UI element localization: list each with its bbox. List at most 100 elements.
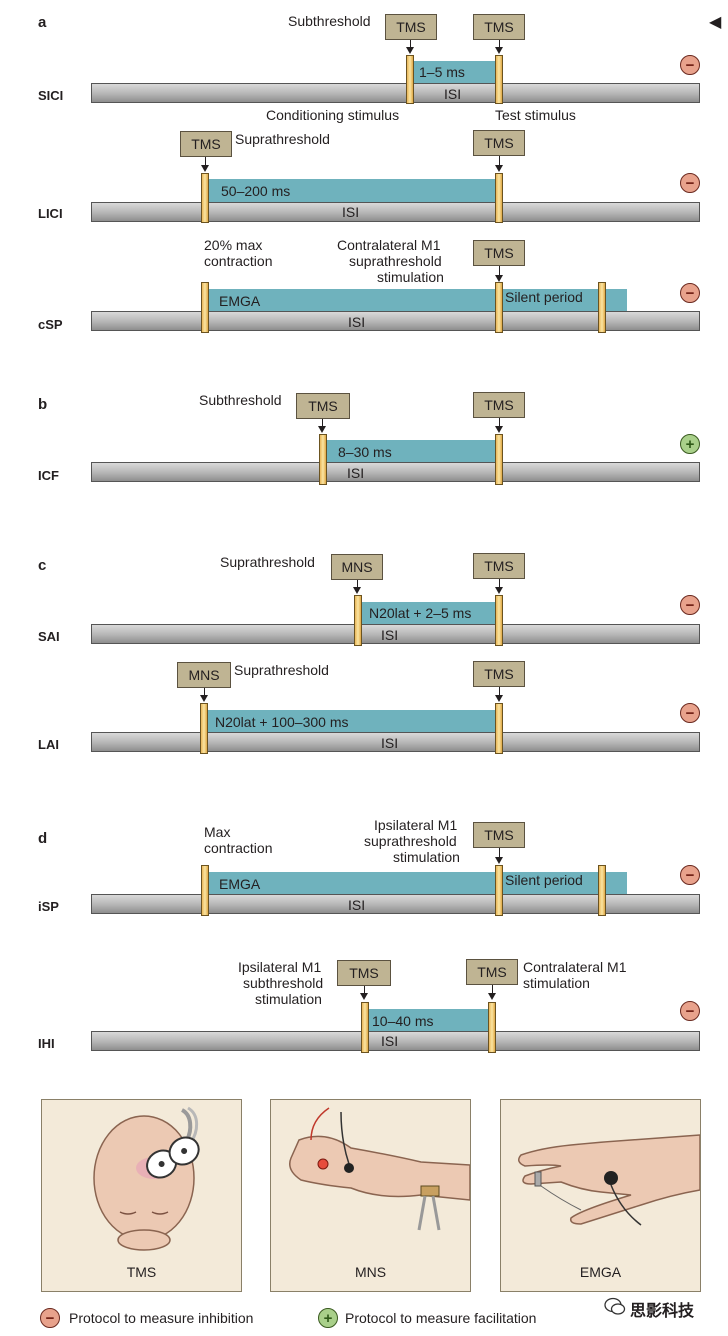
lici-isi-label: ISI [342, 204, 360, 220]
arrow-head-icon [495, 47, 503, 54]
isp-protocol-label: iSP [38, 899, 59, 914]
sici-test-marker [495, 55, 503, 104]
emga-panel-caption: EMGA [579, 1264, 622, 1280]
section-label-b: b [38, 396, 48, 413]
arrow-line [205, 157, 206, 166]
sici-tms-conditioning-box: TMS [385, 14, 437, 40]
ihi-test-line1: Contralateral M1 [523, 959, 627, 975]
ihi-test-marker [488, 1002, 496, 1053]
icf-tms-test-box: TMS [473, 392, 525, 418]
head-with-coil-illustration [93, 1106, 200, 1251]
sici-test-label: Test stimulus [495, 107, 576, 123]
icf-protocol-label: ICF [38, 468, 59, 483]
csp-emga-band [209, 289, 627, 311]
isp-stim-line2: suprathreshold [364, 833, 457, 849]
isp-stim-line3: stimulation [393, 849, 460, 865]
arrow-head-icon [318, 426, 326, 433]
wrist-nerve-stimulation-illustration [289, 1107, 471, 1231]
isp-tms-marker [495, 865, 503, 916]
lai-tms-marker [495, 703, 503, 754]
arrow-head-icon [495, 857, 503, 864]
section-label-c: c [38, 557, 47, 574]
ihi-conditioning-marker [361, 1002, 369, 1053]
sici-timeline-bar [91, 83, 700, 103]
ihi-tms-conditioning-box: TMS [337, 960, 391, 986]
icf-subthreshold-label: Subthreshold [199, 392, 282, 408]
inhibition-icon: − [680, 1001, 700, 1021]
arrow-head-icon [200, 695, 208, 702]
isp-emga-band [209, 872, 627, 894]
isp-contraction-marker [201, 865, 209, 916]
section-label-a: a [38, 14, 47, 31]
lai-mns-box: MNS [177, 662, 231, 688]
lai-suprathreshold-label: Suprathreshold [234, 662, 329, 678]
arrow-head-icon [488, 993, 496, 1000]
lici-test-marker [495, 173, 503, 223]
ihi-cond-line2: subthreshold [243, 975, 324, 991]
isp-emga-label: EMGA [219, 876, 261, 892]
legend-inhibition-icon: − [40, 1308, 60, 1328]
sai-tms-box: TMS [473, 553, 525, 579]
lai-interval-band [208, 710, 496, 732]
arrow-head-icon [495, 165, 503, 172]
hand-emg-electrode-illustration [518, 1134, 701, 1226]
sici-conditioning-label: Conditioning stimulus [266, 107, 400, 123]
legend-facilitation-label: Protocol to measure facilitation [345, 1310, 537, 1326]
arrow-head-icon [353, 587, 361, 594]
csp-contraction-line1: 20% max [204, 237, 263, 253]
facilitation-icon: + [680, 434, 700, 454]
icf-interval-label: 8–30 ms [338, 444, 392, 460]
arrow-head-icon [495, 587, 503, 594]
arrow-head-icon [495, 275, 503, 282]
arrow-line [357, 580, 358, 588]
ihi-cond-line1: Ipsilateral M1 [238, 959, 322, 975]
csp-stim-line2: suprathreshold [349, 253, 442, 269]
lici-protocol-label: LICI [38, 206, 63, 221]
mns-panel-caption: MNS [354, 1264, 387, 1280]
lici-timeline-bar [91, 202, 700, 222]
ihi-timeline-bar [91, 1031, 700, 1051]
sai-mns-box: MNS [331, 554, 383, 580]
sici-interval-label: 1–5 ms [419, 64, 465, 80]
icf-interval-band [327, 440, 496, 462]
inhibition-icon: − [680, 595, 700, 615]
csp-contraction-marker [201, 282, 209, 333]
emga-illustration-panel: EMGA [500, 1099, 701, 1292]
collapse-arrow-icon[interactable]: ◀ [709, 14, 722, 31]
arrow-line [364, 986, 365, 994]
sici-subthreshold-label: Subthreshold [288, 13, 371, 29]
lai-interval-label: N20lat + 100–300 ms [215, 714, 349, 730]
lai-tms-box: TMS [473, 661, 525, 687]
arrow-line [322, 419, 323, 427]
csp-protocol-label: cSP [38, 317, 63, 332]
tms-illustration-panel: TMS [41, 1099, 242, 1292]
tms-panel-caption: TMS [126, 1264, 157, 1280]
isp-contraction-line2: contraction [204, 840, 273, 856]
arrow-line [499, 848, 500, 858]
sici-protocol-label: SICI [38, 88, 64, 103]
arrow-head-icon [495, 695, 503, 702]
arrow-head-icon [495, 426, 503, 433]
mns-illustration-panel: MNS [270, 1099, 471, 1292]
arrow-line [499, 266, 500, 276]
arrow-head-icon [360, 993, 368, 1000]
csp-tms-box: TMS [473, 240, 525, 266]
lai-isi-label: ISI [381, 735, 399, 751]
lai-protocol-label: LAI [38, 737, 59, 752]
csp-contraction-line2: contraction [204, 253, 273, 269]
sai-interval-band [361, 602, 496, 624]
lai-timeline-bar [91, 732, 700, 752]
sai-tms-marker [495, 595, 503, 646]
lici-interval-band [209, 179, 496, 202]
arrow-line [410, 40, 411, 48]
csp-stim-line1: Contralateral M1 [337, 237, 441, 253]
icf-isi-label: ISI [347, 465, 365, 481]
sai-timeline-bar [91, 624, 700, 644]
section-label-d: d [38, 830, 48, 847]
arrow-head-icon [201, 165, 209, 172]
csp-tms-marker [495, 282, 503, 333]
isp-timeline-bar [91, 894, 700, 914]
icf-test-marker [495, 434, 503, 485]
inhibition-icon: − [680, 283, 700, 303]
isp-contraction-line1: Max [204, 824, 231, 840]
